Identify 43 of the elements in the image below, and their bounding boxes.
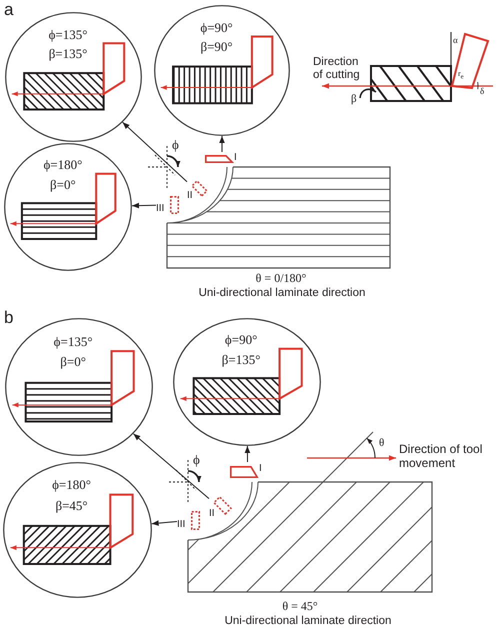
laminate-caption: Uni-directional laminate direction — [224, 615, 392, 628]
arrow — [132, 433, 210, 500]
angle-value-label: ϕ=180° — [43, 158, 82, 173]
arrow — [151, 520, 178, 526]
arrow — [132, 202, 156, 208]
arrow — [122, 122, 188, 182]
angle-symbol: β — [351, 93, 357, 106]
angle-caption: θ = 45° — [282, 600, 318, 614]
angle-value-label: β=0° — [60, 355, 86, 370]
arrow — [219, 136, 225, 152]
magnified-view-circle — [3, 462, 152, 598]
angle-value-label: β=90° — [200, 40, 233, 55]
direction-label: Direction of tool movement — [399, 442, 484, 470]
magnified-view-circle — [173, 318, 321, 446]
position-numeral: II — [187, 190, 193, 201]
angle-value-label: β=135° — [48, 47, 88, 62]
position-numeral: III — [156, 203, 164, 214]
position-numeral: I — [234, 152, 237, 163]
angle-value-label: ϕ=180° — [52, 478, 91, 493]
laminate-caption: Uni-directional laminate direction — [198, 287, 366, 300]
angle-symbol: ϕ — [193, 453, 200, 468]
angle-symbol: δ — [480, 87, 484, 97]
position-numeral: III — [177, 519, 186, 530]
angle-symbol: ϕ — [172, 138, 179, 152]
position-numeral: I — [259, 463, 262, 474]
arrow — [244, 446, 250, 462]
panel-letter: b — [4, 309, 14, 328]
angle-caption: θ = 0/180° — [256, 272, 306, 286]
angle-symbol: α — [453, 36, 458, 46]
radius-symbol: r$_{e}$ — [458, 70, 464, 81]
angle-value-label: ϕ=90° — [224, 333, 258, 348]
angle-value-label: β=45° — [55, 498, 88, 514]
position-numeral: II — [209, 508, 215, 519]
angle-value-label: ϕ=90° — [200, 20, 233, 36]
angle-value-label: ϕ=135° — [54, 334, 93, 349]
direction-label: Direction of cutting — [313, 56, 361, 82]
angle-value-label: β=135° — [222, 352, 260, 367]
angle-value-label: ϕ=135° — [48, 28, 88, 42]
angle-symbol: θ — [379, 437, 384, 450]
angle-value-label: β=0° — [50, 178, 76, 192]
magnified-view-circle — [154, 5, 290, 136]
panel-letter: a — [4, 1, 14, 20]
magnified-view-circle — [4, 143, 132, 271]
